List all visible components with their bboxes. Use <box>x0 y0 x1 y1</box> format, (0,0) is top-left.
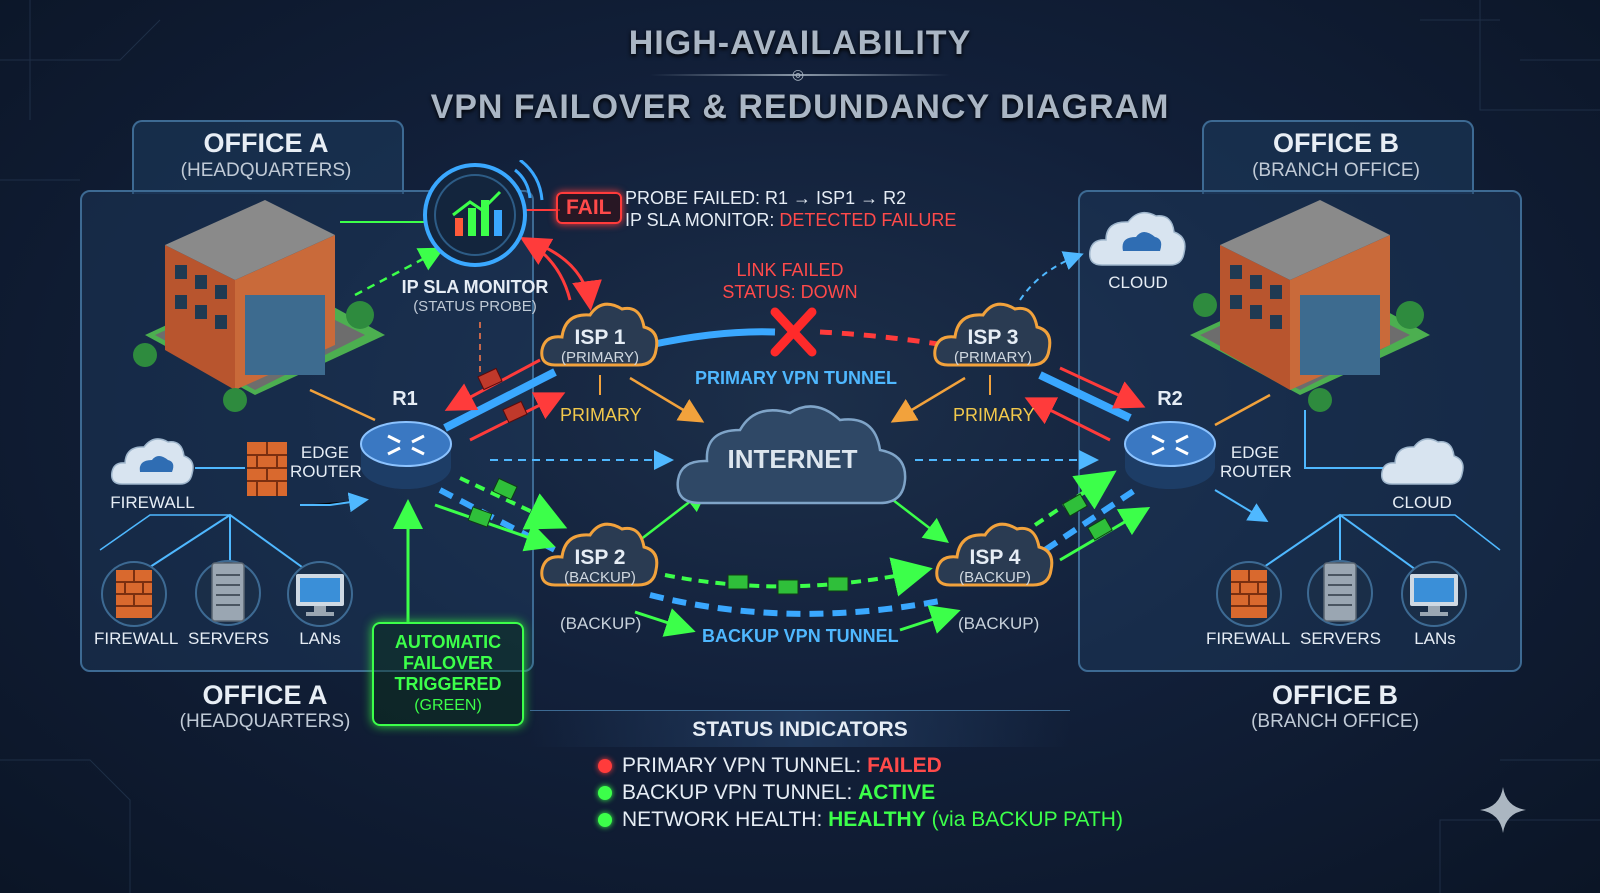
green-status-dot-icon <box>598 813 612 828</box>
r1-edge-router-line-1: EDGE <box>300 443 350 462</box>
probe-status-text: PROBE FAILED: R1 → ISP1 → R2 IP SLA MONI… <box>625 187 956 231</box>
status-item-primary-label: PRIMARY VPN TUNNEL: <box>622 754 868 777</box>
r2-edge-router-line-2: ROUTER <box>1220 462 1292 481</box>
office-a-firewall-cloud-label: FIREWALL <box>110 493 195 512</box>
status-item-backup-value: ACTIVE <box>858 781 936 804</box>
green-status-dot-icon <box>598 786 612 801</box>
isp-4-name: ISP 4 <box>969 546 1021 569</box>
isp-1-cloud-icon <box>540 302 659 367</box>
sparkle-icon <box>1480 787 1526 833</box>
office-a-title: OFFICE A <box>203 128 329 158</box>
status-item-backup-label: BACKUP VPN TUNNEL: <box>622 781 859 804</box>
office-b-cloud-right-icon <box>1380 438 1464 485</box>
probe-line-2-label: IP SLA MONITOR: <box>625 210 780 230</box>
office-b-cloud-right-label: CLOUD <box>1392 493 1452 512</box>
link-status-label: STATUS: DOWN <box>722 282 858 302</box>
probe-line-2: IP SLA MONITOR: DETECTED FAILURE <box>625 209 956 231</box>
status-item-primary-value: FAILED <box>867 754 942 777</box>
isp-2-subtitle: (BACKUP) <box>564 569 636 586</box>
office-b-servers-icon <box>1307 560 1373 626</box>
internet-cloud-icon <box>676 405 907 505</box>
office-a-subtitle: (HEADQUARTERS) <box>180 160 352 181</box>
office-a-device-label-servers: SERVERS <box>188 629 269 648</box>
failover-line-3: TRIGGERED <box>394 674 502 694</box>
status-item-primary: PRIMARY VPN TUNNEL: FAILED <box>598 754 942 778</box>
title-line-2: VPN FAILOVER & REDUNDANCY DIAGRAM <box>430 88 1170 126</box>
status-item-health-note: (via BACKUP PATH) <box>925 808 1123 831</box>
r2-edge-router-line-1: EDGE <box>1230 443 1280 462</box>
isp-3-cloud-icon <box>933 302 1052 367</box>
r1-label: R1 <box>392 388 418 410</box>
office-a-firewall-cloud-icon <box>110 438 194 485</box>
isp-1-path-label: PRIMARY <box>560 405 642 425</box>
office-b-subtitle: (BRANCH OFFICE) <box>1252 160 1420 181</box>
title-divider <box>650 74 950 76</box>
office-a-building-icon <box>133 200 385 412</box>
status-item-health-value: HEALTHY <box>828 808 926 831</box>
office-b-device-label-firewall: FIREWALL <box>1206 629 1291 648</box>
office-b-device-label-servers: SERVERS <box>1300 629 1381 648</box>
link-failed-label: LINK FAILED <box>736 260 844 280</box>
isp-2-name: ISP 2 <box>574 546 626 569</box>
isp-1-subtitle: (PRIMARY) <box>560 349 640 366</box>
failover-line-4: (GREEN) <box>414 697 482 714</box>
office-a-servers-icon <box>195 560 261 626</box>
isp-2-cloud-icon <box>540 522 659 587</box>
office-a-device-label-lans: LANs <box>299 629 341 648</box>
monitor-name: IP SLA MONITOR <box>401 277 549 297</box>
probe-line-1: PROBE FAILED: R1 → ISP1 → R2 <box>625 188 907 208</box>
failover-line-2: FAILOVER <box>402 653 493 673</box>
office-b-tab <box>1202 120 1474 194</box>
globe-icon: ◎ <box>791 66 805 82</box>
isp-3-subtitle: (PRIMARY) <box>953 349 1033 366</box>
office-a-bottom-title: OFFICE A <box>202 680 328 710</box>
status-item-backup: BACKUP VPN TUNNEL: ACTIVE <box>598 781 935 805</box>
title-line-1: HIGH-AVAILABILITY <box>628 24 972 62</box>
primary-tunnel-label: PRIMARY VPN TUNNEL <box>695 368 898 388</box>
office-a-firewall-device-icon <box>101 561 167 627</box>
office-b-lans-icon <box>1401 561 1467 627</box>
office-b-cloud-top-label: CLOUD <box>1108 273 1168 292</box>
isp-4-cloud-icon <box>935 522 1054 587</box>
isp-4-path-label: (BACKUP) <box>958 614 1040 633</box>
r2-router-icon <box>1124 421 1216 489</box>
office-a-tab <box>132 120 404 194</box>
office-b-firewall-device-icon <box>1216 561 1282 627</box>
monitor-subtitle: (STATUS PROBE) <box>413 298 537 315</box>
isp-2-path-label: (BACKUP) <box>560 614 642 633</box>
probe-line-2-status: DETECTED FAILURE <box>779 210 957 230</box>
isp-3-name: ISP 3 <box>967 326 1019 349</box>
office-a-device-label-firewall: FIREWALL <box>94 629 179 648</box>
isp-1-name: ISP 1 <box>574 326 626 349</box>
office-b-cloud-top-icon <box>1089 211 1186 266</box>
automatic-failover-box: AUTOMATIC FAILOVER TRIGGERED (GREEN) <box>372 622 524 726</box>
r1-edge-router-line-2: ROUTER <box>290 462 362 481</box>
failover-line-1: AUTOMATIC <box>394 632 502 652</box>
isp-3-path-label: PRIMARY <box>953 405 1035 425</box>
internet-label: INTERNET <box>727 444 858 474</box>
fail-badge: FAIL <box>556 192 622 224</box>
office-a-lans-icon <box>287 561 353 627</box>
office-b-bottom-title: OFFICE B <box>1272 680 1398 710</box>
isp-4-subtitle: (BACKUP) <box>959 569 1031 586</box>
status-header-bar <box>530 710 1070 747</box>
office-b-bottom-subtitle: (BRANCH OFFICE) <box>1251 711 1419 732</box>
office-a-edge-firewall-icon <box>247 442 287 496</box>
r2-label: R2 <box>1157 388 1183 410</box>
status-item-health-label: NETWORK HEALTH: <box>622 808 829 831</box>
office-a-bottom-subtitle: (HEADQUARTERS) <box>179 711 351 732</box>
r1-router-icon <box>360 421 452 489</box>
status-item-health: NETWORK HEALTH: HEALTHY (via BACKUP PATH… <box>598 808 1123 832</box>
ip-sla-monitor-icon <box>423 160 544 267</box>
office-b-title: OFFICE B <box>1273 128 1399 158</box>
status-indicators-title: STATUS INDICATORS <box>692 718 908 741</box>
backup-tunnel-label: BACKUP VPN TUNNEL <box>702 626 899 646</box>
red-status-dot-icon <box>598 759 612 774</box>
office-b-building-icon <box>1190 200 1430 412</box>
office-b-device-label-lans: LANs <box>1414 629 1456 648</box>
